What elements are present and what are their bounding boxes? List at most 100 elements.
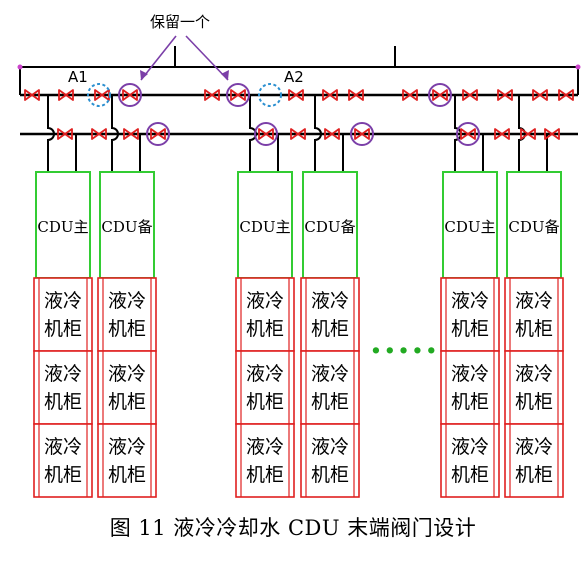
annotation-label: 保留一个 — [150, 13, 210, 31]
rack-label-line2: 机柜 — [108, 318, 146, 340]
rack-box — [440, 277, 500, 352]
bowtie-valve-icon — [123, 128, 139, 140]
purple-circle-marker-icon — [428, 83, 452, 107]
cdu-supply-pipe — [314, 95, 322, 172]
rack-label-line2: 机柜 — [311, 318, 349, 340]
rack-box — [33, 277, 93, 352]
bowtie-valve-icon — [497, 89, 513, 101]
rack-label-line2: 机柜 — [246, 464, 284, 486]
rack-box — [300, 350, 360, 425]
rack-label-line2: 机柜 — [246, 318, 284, 340]
rack-label-line2: 机柜 — [108, 464, 146, 486]
pipe-endpoint-right — [575, 64, 581, 70]
rack-box — [235, 423, 295, 498]
bowtie-valve-icon — [288, 89, 304, 101]
rack-label-line1: 液冷 — [451, 436, 489, 458]
cdu-primary-label: CDU主 — [444, 218, 495, 236]
purple-circle-marker-icon — [146, 122, 170, 146]
bowtie-valve-icon — [258, 128, 274, 140]
marker-group — [87, 35, 480, 146]
rack-label-line2: 机柜 — [311, 464, 349, 486]
cdu-primary-label: CDU主 — [37, 218, 88, 236]
rack-label-line1: 液冷 — [108, 290, 146, 312]
arrowhead-left-icon — [140, 70, 148, 80]
bowtie-valve-icon — [58, 89, 74, 101]
rack-label-line1: 液冷 — [44, 290, 82, 312]
rack-box — [97, 350, 157, 425]
rack-box — [504, 350, 564, 425]
bowtie-valve-icon — [230, 89, 246, 101]
rack-label-line1: 液冷 — [246, 290, 284, 312]
rack-label-line2: 机柜 — [311, 391, 349, 413]
rack-label-line1: 液冷 — [515, 363, 553, 385]
cdu-backup-label: CDU备 — [101, 218, 152, 236]
cdu-backup-label: CDU备 — [304, 218, 355, 236]
purple-circle-marker-icon — [456, 122, 480, 146]
bowtie-valve-icon — [322, 89, 338, 101]
bowtie-valve-icon — [494, 128, 510, 140]
rack-label-line2: 机柜 — [515, 318, 553, 340]
rack-box — [235, 277, 295, 352]
cdu-box — [237, 171, 293, 279]
rack-label-line1: 液冷 — [246, 436, 284, 458]
bowtie-valve-icon — [558, 89, 574, 101]
arrowhead-right-icon — [221, 70, 229, 80]
rack-label-line2: 机柜 — [246, 391, 284, 413]
purple-circle-marker-icon — [350, 122, 374, 146]
dashed-blue-circle-marker-icon — [87, 83, 111, 107]
cdu-box — [302, 171, 358, 279]
ellipsis-dots: ····· — [370, 331, 439, 371]
rack-label-line1: 液冷 — [108, 363, 146, 385]
bowtie-valve-icon — [94, 89, 110, 101]
rack-box — [97, 277, 157, 352]
rack-box — [33, 423, 93, 498]
rack-label-line1: 液冷 — [451, 363, 489, 385]
rack-box — [504, 277, 564, 352]
rack-label-line2: 机柜 — [44, 318, 82, 340]
rack-label-line2: 机柜 — [108, 391, 146, 413]
cdu-supply-pipe — [111, 95, 119, 172]
bowtie-valve-icon — [432, 89, 448, 101]
rack-label-line2: 机柜 — [451, 318, 489, 340]
bowtie-valve-icon — [204, 89, 220, 101]
anchor-label-a1: A1 — [68, 68, 88, 86]
purple-circle-marker-icon — [254, 122, 278, 146]
bowtie-valve-icon — [462, 89, 478, 101]
cdu-supply-pipe — [47, 95, 55, 172]
purple-circle-marker-icon — [226, 83, 250, 107]
rack-box — [300, 423, 360, 498]
dashed-blue-circle-marker-icon — [258, 83, 282, 107]
rack-label-line2: 机柜 — [515, 391, 553, 413]
bowtie-valve-icon — [354, 128, 370, 140]
cdu-backup-label: CDU备 — [508, 218, 559, 236]
pipe-endpoint-left — [17, 64, 23, 70]
anchor-label-a2: A2 — [284, 68, 304, 86]
bowtie-valve-icon — [460, 128, 476, 140]
bowtie-valve-icon — [544, 128, 560, 140]
rack-box — [440, 423, 500, 498]
bowtie-valve-icon — [24, 89, 40, 101]
rack-label-line1: 液冷 — [515, 436, 553, 458]
rack-label-line2: 机柜 — [44, 464, 82, 486]
cdu-box — [506, 171, 562, 279]
annotation-arrow-left — [140, 35, 177, 81]
rack-box — [300, 277, 360, 352]
rack-label-line1: 液冷 — [108, 436, 146, 458]
bowtie-valve-icon — [57, 128, 73, 140]
rack-label-line1: 液冷 — [246, 363, 284, 385]
rack-label-line1: 液冷 — [44, 436, 82, 458]
rack-label-line1: 液冷 — [311, 436, 349, 458]
bowtie-valve-icon — [290, 128, 306, 140]
rack-box — [33, 350, 93, 425]
rack-box — [235, 350, 295, 425]
unit-columns: CDU主液冷机柜液冷机柜液冷机柜CDU备液冷机柜液冷机柜液冷机柜CDU主液冷机柜… — [33, 171, 564, 498]
rack-label-line2: 机柜 — [451, 391, 489, 413]
text-group: 保留一个 A1 A2 ····· — [68, 13, 439, 371]
bowtie-valve-icon — [402, 89, 418, 101]
pipe-network — [17, 46, 581, 172]
rack-label-line1: 液冷 — [311, 363, 349, 385]
rack-box — [440, 350, 500, 425]
bowtie-valve-icon — [150, 128, 166, 140]
rack-label-line1: 液冷 — [44, 363, 82, 385]
